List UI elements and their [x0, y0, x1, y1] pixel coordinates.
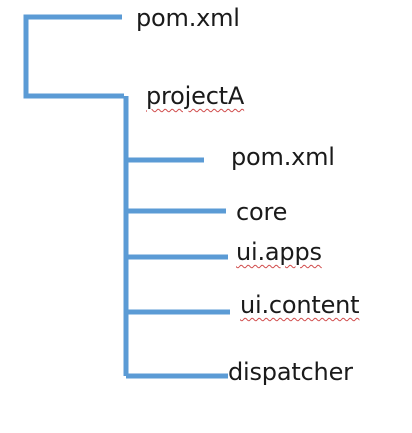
core-label: core: [236, 198, 288, 226]
child-pom-label: pom.xml: [231, 143, 335, 171]
uiapps-label: ui.apps: [236, 238, 322, 266]
uicontent-label: ui.content: [240, 291, 360, 319]
root-connector-line: [23, 14, 124, 99]
dispatcher-label: dispatcher: [228, 358, 353, 386]
projecta-label: projectA: [146, 82, 245, 110]
root-pom-label: pom.xml: [136, 4, 240, 32]
